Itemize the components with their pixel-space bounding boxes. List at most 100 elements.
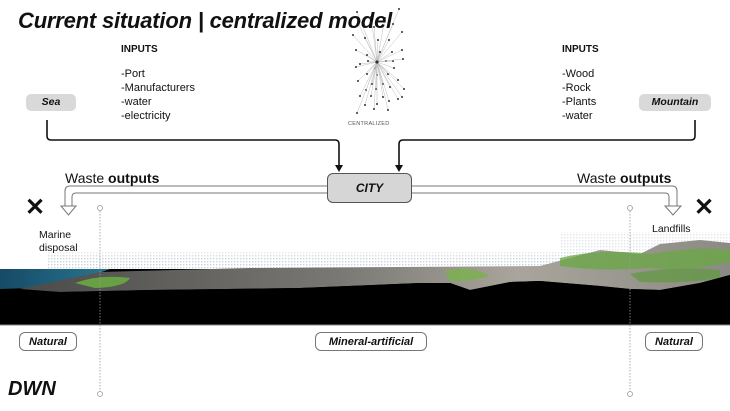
network-spoke bbox=[376, 61, 384, 98]
network-node bbox=[392, 60, 394, 62]
input-arrows bbox=[46, 120, 696, 166]
network-spoke bbox=[370, 16, 378, 63]
network-spoke bbox=[376, 61, 395, 69]
network-node bbox=[356, 112, 358, 114]
network-spoke bbox=[373, 61, 378, 110]
destination-line: disposal bbox=[39, 242, 78, 254]
destination-line: Marine bbox=[39, 229, 72, 241]
network-spoke bbox=[364, 61, 378, 106]
network-node bbox=[364, 104, 366, 106]
network-spoke bbox=[376, 61, 399, 100]
network-spoke bbox=[376, 61, 390, 102]
right-inputs-heading: INPUTS bbox=[562, 44, 599, 55]
vegetation-mid bbox=[445, 268, 490, 282]
centralized-network-icon bbox=[352, 8, 405, 114]
network-node bbox=[389, 86, 391, 88]
network-node bbox=[359, 95, 361, 97]
destination-landfills: Landfills bbox=[652, 223, 691, 235]
left-inputs-heading: INPUTS bbox=[121, 44, 158, 55]
network-spoke bbox=[376, 31, 403, 63]
network-spoke bbox=[376, 39, 390, 63]
source-sea: Sea bbox=[26, 94, 76, 111]
rock-surface bbox=[20, 240, 730, 292]
network-node bbox=[364, 37, 366, 39]
right-inputs-list: -Wood -Rock -Plants -water bbox=[562, 67, 596, 123]
network-spoke bbox=[376, 23, 394, 63]
network-spoke bbox=[376, 61, 399, 81]
network-node bbox=[356, 11, 358, 13]
network-node bbox=[402, 58, 404, 60]
network-node bbox=[377, 39, 379, 41]
network-node bbox=[373, 26, 375, 28]
network-spoke bbox=[376, 51, 393, 63]
network-label: CENTRALIZED bbox=[348, 121, 390, 127]
network-node bbox=[388, 100, 390, 102]
network-spoke bbox=[356, 61, 378, 114]
destination-marine-disposal: Marine disposal bbox=[39, 229, 78, 255]
zone-natural-right: Natural bbox=[645, 332, 703, 351]
left-input-item: -Manufacturers bbox=[121, 82, 195, 94]
right-input-item: -Wood bbox=[562, 68, 595, 80]
network-spoke bbox=[376, 61, 403, 98]
network-node bbox=[376, 103, 378, 105]
waste-prefix: Waste bbox=[577, 170, 621, 186]
sea bbox=[0, 269, 110, 289]
network-node bbox=[401, 96, 403, 98]
waste-outputs-right-label: Waste outputs bbox=[577, 170, 671, 186]
waste-prefix: Waste bbox=[65, 170, 109, 186]
left-input-item: -water bbox=[121, 96, 152, 108]
network-spoke bbox=[357, 61, 378, 82]
network-node bbox=[397, 79, 399, 81]
waste-bold: outputs bbox=[108, 170, 160, 186]
network-node bbox=[382, 96, 384, 98]
network-node bbox=[393, 67, 395, 69]
network-node bbox=[392, 23, 394, 25]
arrow-head-left-input bbox=[335, 165, 343, 172]
left-inputs-list: -Port -Manufacturers -water -electricity bbox=[121, 67, 195, 123]
x-icon-left: ✕ bbox=[25, 194, 46, 221]
network-node bbox=[370, 95, 372, 97]
network-spoke bbox=[364, 37, 378, 63]
zone-mineral-artificial: Mineral-artificial bbox=[315, 332, 427, 351]
network-node bbox=[370, 16, 372, 18]
diagram-title: Current situation | centralized model bbox=[18, 8, 393, 33]
vegetation-right bbox=[560, 248, 730, 270]
network-spoke bbox=[359, 61, 378, 97]
network-spoke bbox=[376, 61, 389, 111]
waste-arrows bbox=[59, 185, 683, 216]
network-spoke bbox=[370, 61, 378, 97]
right-input-item: -Rock bbox=[562, 82, 591, 94]
network-node bbox=[397, 98, 399, 100]
network-node bbox=[357, 22, 359, 24]
left-input-item: -Port bbox=[121, 68, 145, 80]
guide-lines bbox=[97, 205, 633, 397]
network-node bbox=[401, 49, 403, 51]
network-node bbox=[367, 60, 369, 62]
network-node bbox=[371, 83, 373, 85]
network-hub bbox=[375, 60, 379, 64]
network-node bbox=[352, 34, 354, 36]
vegetation-left bbox=[75, 276, 130, 288]
landscape-section bbox=[0, 240, 730, 326]
network-node bbox=[387, 109, 389, 111]
network-node bbox=[355, 66, 357, 68]
network-node bbox=[401, 31, 403, 33]
network-node bbox=[391, 51, 393, 53]
waste-bold: outputs bbox=[620, 170, 672, 186]
network-node bbox=[398, 8, 400, 10]
left-input-item: -electricity bbox=[121, 110, 171, 122]
network-node bbox=[373, 108, 375, 110]
right-input-item: -Plants bbox=[562, 96, 597, 108]
network-spoke bbox=[376, 61, 405, 90]
network-spoke bbox=[376, 17, 386, 63]
city-node: CITY bbox=[327, 173, 412, 203]
zone-natural-left: Natural bbox=[19, 332, 77, 351]
network-node bbox=[359, 63, 361, 65]
network-node bbox=[366, 73, 368, 75]
network-node bbox=[388, 39, 390, 41]
right-input-item: -water bbox=[562, 110, 593, 122]
network-spoke bbox=[366, 54, 378, 63]
network-spoke bbox=[376, 58, 404, 63]
network-spoke bbox=[373, 26, 378, 63]
